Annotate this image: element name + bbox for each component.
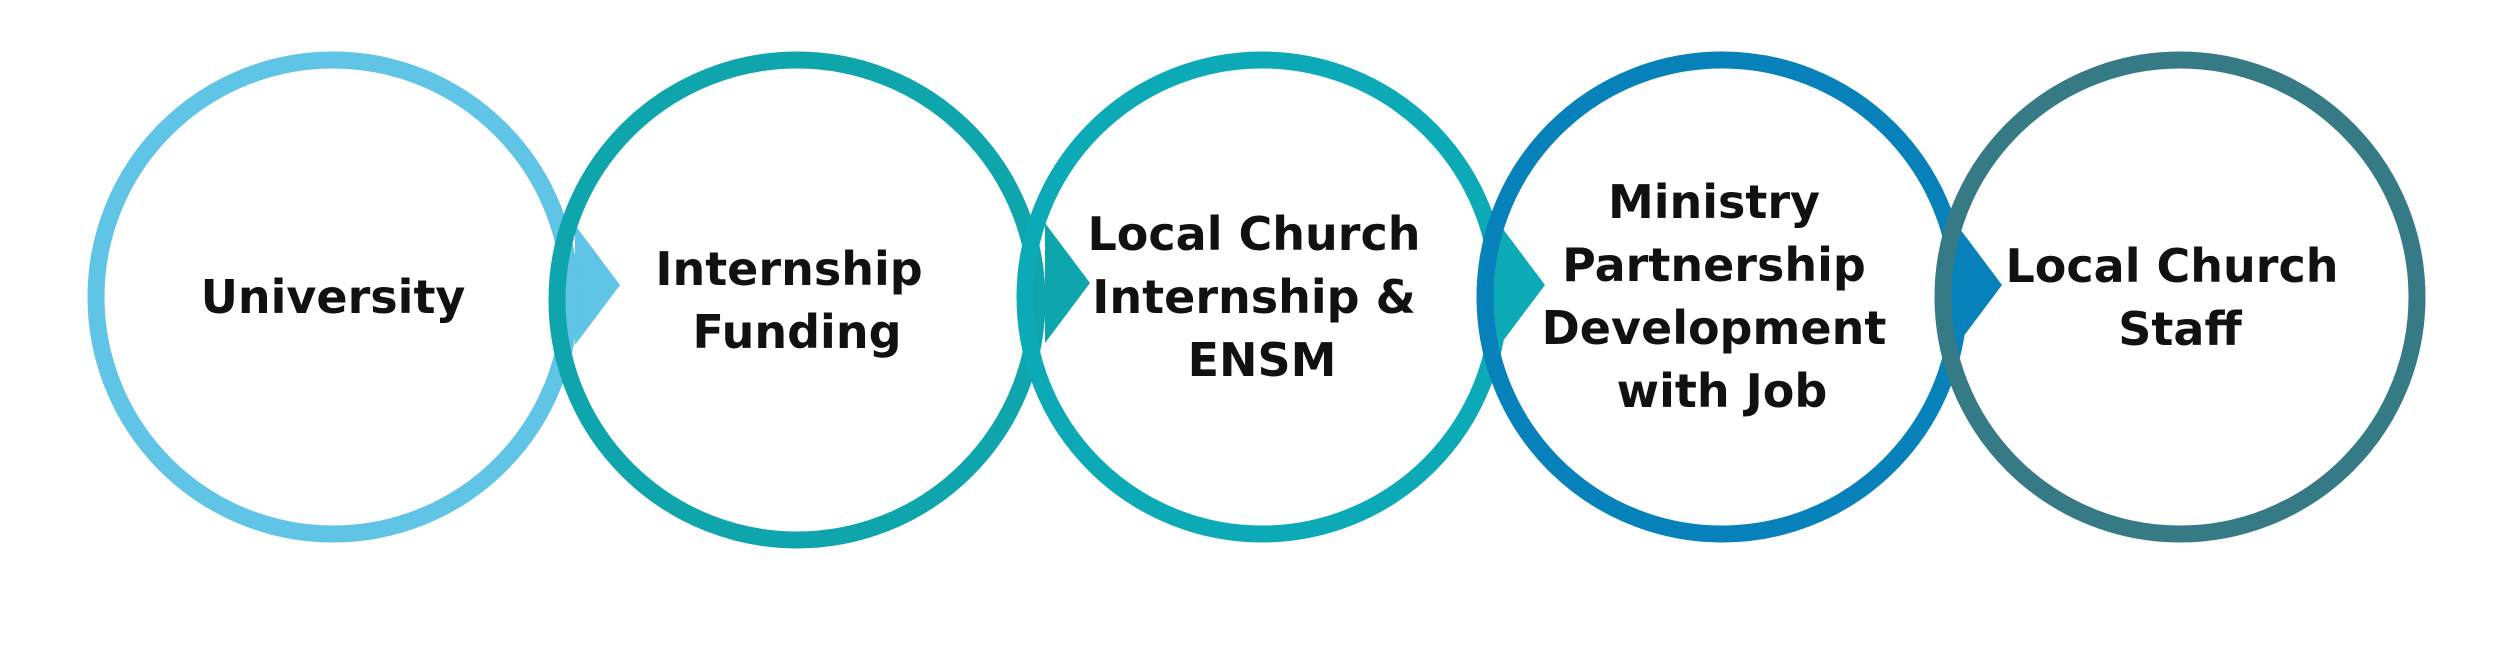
arrow-connector-1	[575, 225, 620, 345]
step-label-5-line-1: Local Church	[2006, 239, 2339, 293]
step-label-3-line-1: Local Church	[1088, 207, 1421, 261]
step-label-3-line-2: Internship &	[1092, 270, 1415, 324]
step-circle-4	[1476, 51, 1968, 543]
arrow-connector-2	[1045, 223, 1090, 343]
step-label-4-line-4: with Job	[1617, 364, 1828, 418]
step-label-2-line-1: Internship	[655, 242, 922, 296]
connector-arrows	[575, 223, 2002, 345]
step-label-1: University	[201, 270, 466, 324]
step-label-5-line-2: Staff	[2118, 302, 2242, 356]
step-label-5: Local Church Staff	[2006, 239, 2355, 356]
step-circle-1	[87, 51, 579, 543]
step-circles	[87, 51, 2426, 549]
step-label-4: Ministry Partnership Development with Jo…	[1542, 175, 1903, 418]
step-label-2: Internship Funding	[655, 242, 938, 359]
step-label-2-line-2: Funding	[693, 305, 902, 359]
arrow-connector-3	[1500, 225, 1545, 345]
step-label-4-line-2: Partnership	[1562, 238, 1866, 292]
step-labels: University Internship Funding Local Chur…	[201, 175, 2355, 418]
step-circle-5	[1934, 51, 2426, 543]
step-label-4-line-3: Development	[1542, 301, 1887, 355]
step-label-3-line-3: ENSM	[1188, 333, 1337, 387]
step-circle-3	[1016, 51, 1508, 543]
arrow-connector-4	[1957, 225, 2002, 345]
step-label-4-line-1: Ministry	[1608, 175, 1820, 229]
step-circle-2	[548, 51, 1046, 549]
step-label-3: Local Church Internship & ENSM	[1088, 207, 1437, 387]
step-label-1-line-1: University	[201, 270, 466, 324]
